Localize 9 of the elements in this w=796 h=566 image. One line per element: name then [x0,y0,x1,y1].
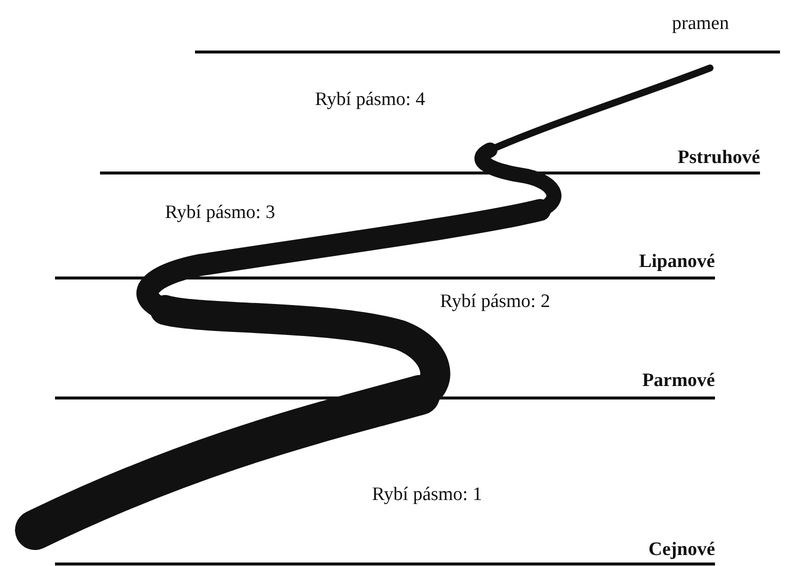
zone-label: Rybí pásmo: 4 [315,90,426,109]
zone-name: Lipanové [638,252,715,271]
zone-label: Rybí pásmo: 1 [372,485,482,504]
zone-name: Cejnové [648,540,715,559]
zone-name: Parmové [642,371,715,390]
zone-name: Pstruhové [678,148,760,167]
zone-label: Rybí pásmo: 2 [440,292,550,311]
zone-label: Rybí pásmo: 3 [165,203,276,222]
source-label: pramen [672,14,729,33]
